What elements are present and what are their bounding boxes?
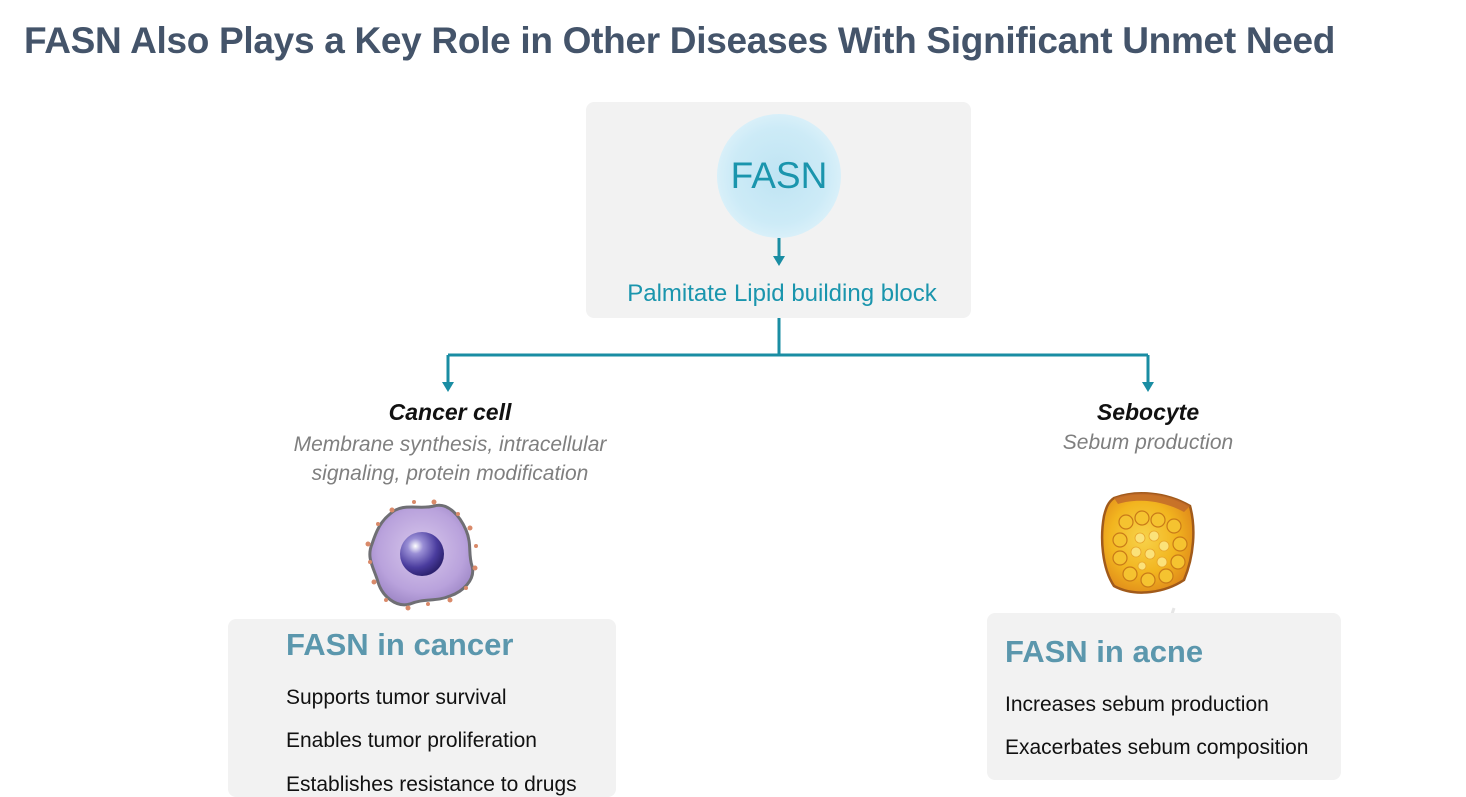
arrowhead-down-icon (442, 382, 454, 392)
cancer-cell-title: Cancer cell (388, 399, 512, 425)
cancer-cell-illustration (365, 499, 478, 611)
acne-item-1: Increases sebum production (1005, 693, 1269, 716)
fasn-enzyme-circle: FASN (717, 114, 841, 238)
sebocyte-title: Sebocyte (1096, 399, 1200, 425)
fasn-in-cancer-box (228, 619, 616, 797)
sebocyte-illustration (1100, 492, 1195, 620)
cancer-item-3: Establishes resistance to drugs (286, 773, 577, 796)
sebocyte-description: Sebum production (1062, 431, 1234, 454)
fasn-in-acne-heading: FASN in acne (1005, 634, 1204, 669)
fasn-in-acne-box (987, 613, 1341, 780)
palmitate-label: Palmitate Lipid building block (627, 280, 937, 307)
cancer-desc-line-1: Membrane synthesis, intracellular (293, 433, 607, 456)
fasn-in-cancer-heading: FASN in cancer (286, 627, 514, 662)
cancer-item-2: Enables tumor proliferation (286, 729, 537, 752)
page-title: FASN Also Plays a Key Role in Other Dise… (24, 20, 1336, 61)
cancer-desc-line-2: signaling, protein modification (311, 462, 589, 485)
cancer-item-1: Supports tumor survival (286, 686, 507, 709)
arrowhead-down-icon (1142, 382, 1154, 392)
acne-item-2: Exacerbates sebum composition (1005, 736, 1309, 759)
cancer-cell-description: Membrane synthesis, intracellular signal… (250, 430, 650, 488)
fasn-label: FASN (730, 155, 828, 196)
arrowhead-down-icon (773, 256, 785, 266)
